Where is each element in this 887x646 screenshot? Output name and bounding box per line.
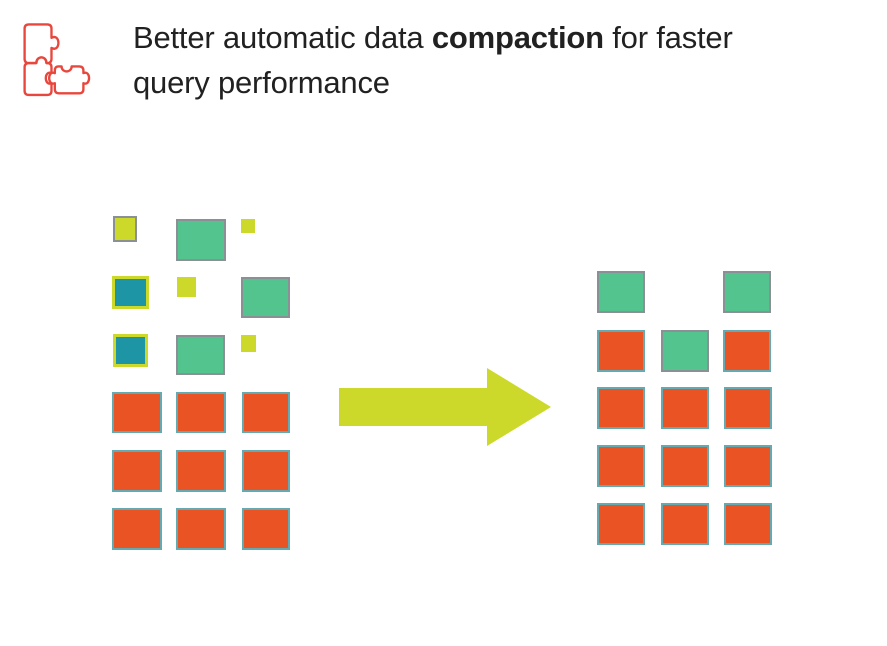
large-file-tile bbox=[723, 330, 771, 372]
medium-file-tile bbox=[661, 330, 709, 372]
slide-title: Better automatic data compaction for fas… bbox=[133, 15, 873, 105]
large-file-tile bbox=[724, 445, 772, 487]
large-file-tile bbox=[176, 508, 226, 550]
medium-file-tile bbox=[176, 219, 226, 261]
slide-header: Better automatic data compaction for fas… bbox=[0, 0, 887, 130]
large-file-tile bbox=[661, 387, 709, 429]
small-file-tile bbox=[113, 216, 137, 242]
large-file-tile bbox=[724, 503, 772, 545]
arrow-shape bbox=[339, 368, 551, 446]
large-file-tile bbox=[242, 450, 290, 492]
large-file-tile bbox=[176, 392, 226, 433]
medium-file-tile bbox=[112, 276, 149, 309]
large-file-tile bbox=[112, 508, 162, 550]
medium-file-tile bbox=[241, 277, 290, 318]
medium-file-tile bbox=[597, 271, 645, 313]
large-file-tile bbox=[242, 392, 290, 433]
title-text: for faster bbox=[603, 20, 733, 55]
small-file-tile bbox=[241, 335, 256, 352]
large-file-tile bbox=[597, 503, 645, 545]
large-file-tile bbox=[597, 330, 645, 372]
small-file-tile bbox=[177, 277, 196, 297]
large-file-tile bbox=[112, 450, 162, 492]
large-file-tile bbox=[724, 387, 772, 429]
medium-file-tile bbox=[723, 271, 771, 313]
large-file-tile bbox=[597, 445, 645, 487]
title-bold-text: compaction bbox=[431, 20, 604, 55]
large-file-tile bbox=[242, 508, 290, 550]
large-file-tile bbox=[597, 387, 645, 429]
large-file-tile bbox=[112, 392, 162, 433]
medium-file-tile bbox=[113, 334, 148, 367]
large-file-tile bbox=[661, 445, 709, 487]
puzzle-pieces-icon bbox=[23, 23, 91, 97]
small-file-tile bbox=[241, 219, 255, 233]
title-text: Better automatic data bbox=[133, 20, 432, 55]
puzzle-piece-bottom-right bbox=[48, 65, 91, 95]
title-text-line2: query performance bbox=[133, 65, 390, 100]
large-file-tile bbox=[661, 503, 709, 545]
medium-file-tile bbox=[176, 335, 225, 375]
large-file-tile bbox=[176, 450, 226, 492]
